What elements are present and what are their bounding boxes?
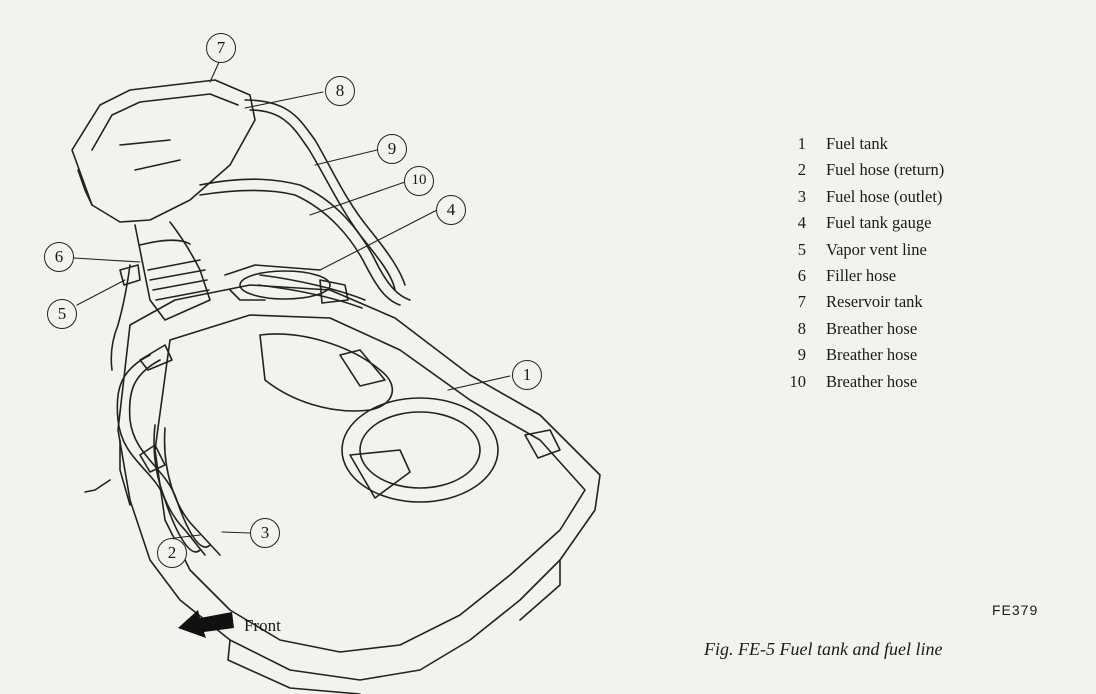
legend-item: 4 Fuel tank gauge [770, 210, 944, 236]
legend-label: Fuel hose (return) [826, 160, 945, 180]
legend-label: Filler hose [826, 265, 897, 285]
fuel-tank-gauge-drawing [224, 264, 349, 304]
fuel-lines-drawing [84, 344, 221, 556]
parts-legend: 1 Fuel tank 2 Fuel hose (return) 3 Fuel hos… [770, 131, 945, 395]
front-label: Front [244, 616, 281, 635]
legend-item: 9 Breather hose [770, 342, 944, 368]
front-arrow-icon [178, 610, 234, 638]
callout-7: 7 [206, 33, 236, 63]
legend-label: Breather hose [826, 318, 918, 338]
legend-number: 4 [797, 213, 806, 233]
filler-hose-drawing [134, 221, 211, 321]
legend-number: 6 [797, 265, 806, 285]
legend-number: 9 [797, 345, 806, 365]
legend-item: 6 Filler hose [770, 263, 944, 289]
legend-number: 1 [797, 134, 806, 153]
leader-lines [73, 59, 511, 539]
callout-5: 5 [47, 299, 77, 329]
fuel-tank-drawing [117, 284, 601, 694]
callout-1: 1 [512, 360, 542, 390]
legend-number: 2 [797, 160, 806, 180]
legend-number: 8 [797, 318, 806, 338]
legend-label: Fuel hose (outlet) [826, 186, 943, 206]
vapor-vent-line-drawing [110, 264, 141, 371]
legend-item: 1 Fuel tank [770, 131, 944, 157]
legend-number: 3 [797, 186, 806, 206]
callout-9: 9 [377, 134, 407, 164]
legend-number: 7 [797, 292, 806, 312]
callout-2: 2 [157, 538, 187, 568]
legend-label: Fuel tank gauge [826, 213, 932, 233]
legend-item: 2 Fuel hose (return) [770, 157, 944, 183]
legend-label: Fuel tank [826, 134, 888, 153]
callout-6: 6 [44, 242, 74, 272]
figure-caption: Fig. FE-5 Fuel tank and fuel line [704, 639, 943, 659]
legend-number: 5 [797, 239, 806, 259]
legend-item: 8 Breather hose [770, 316, 944, 342]
legend-number: 10 [789, 371, 807, 391]
legend-label: Reservoir tank [826, 292, 923, 312]
callout-8: 8 [325, 76, 355, 106]
legend-label: Breather hose [826, 371, 918, 391]
legend-label: Breather hose [826, 345, 918, 365]
callout-3: 3 [250, 518, 280, 548]
legend-label: Vapor vent line [826, 239, 927, 259]
callout-10: 10 [404, 166, 434, 196]
figure-code: FE379 [992, 602, 1039, 618]
legend-item: 7 Reservoir tank [770, 289, 944, 315]
legend-item: 10 Breather hose [770, 369, 944, 395]
legend-item: 5 Vapor vent line [770, 237, 944, 263]
reservoir-tank-drawing [71, 79, 256, 223]
breather-hoses-drawing [199, 99, 411, 309]
legend-item: 3 Fuel hose (outlet) [770, 184, 944, 210]
callout-4: 4 [436, 195, 466, 225]
